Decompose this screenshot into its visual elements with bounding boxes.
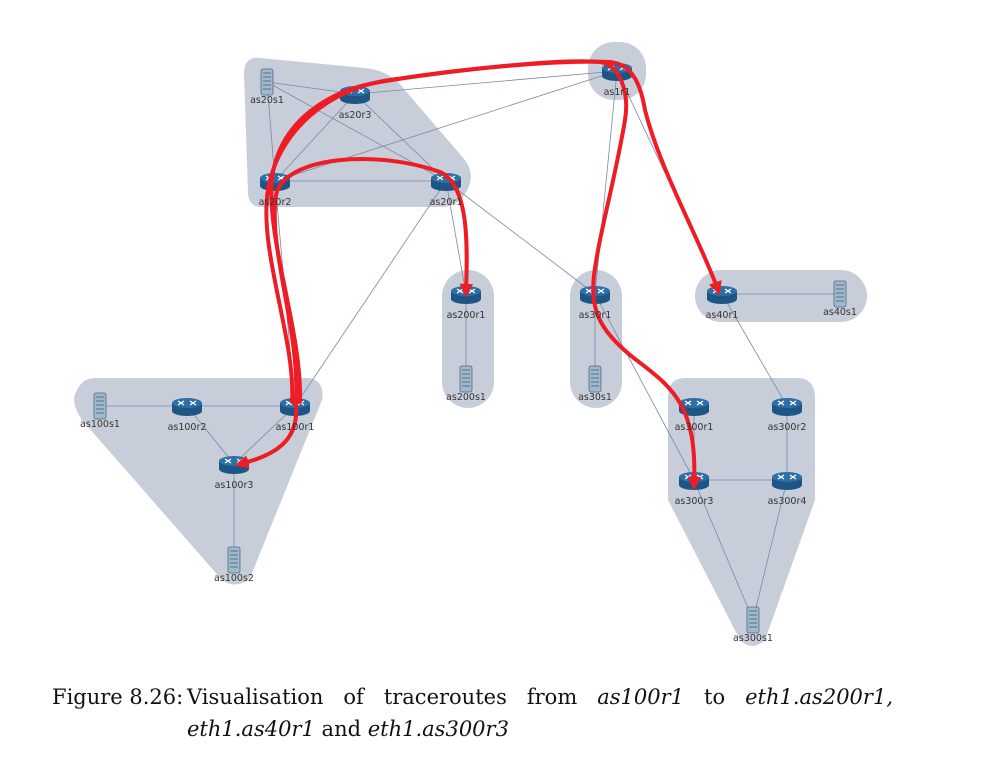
trace-origin-hook	[234, 400, 299, 469]
router-icon-top	[772, 472, 802, 482]
group-as300	[668, 378, 815, 646]
router-node-as300r2[interactable]	[772, 398, 802, 416]
node-label-as200r1: as200r1	[447, 310, 486, 321]
node-label-as100r2: as100r2	[168, 422, 207, 433]
router-icon-base	[451, 294, 481, 304]
node-label-as20r2: as20r2	[259, 197, 292, 208]
server-node-as20s1[interactable]	[260, 68, 274, 96]
link-as100r1-as100r3	[233, 405, 296, 465]
link-as20r3-as1r1	[354, 70, 618, 95]
link-as20r3-as20r1	[354, 93, 447, 182]
router-arrows-icon	[436, 175, 456, 181]
router-icon-base	[340, 94, 370, 104]
node-label-as100s2: as100s2	[214, 573, 254, 584]
server-node-as40s1[interactable]	[833, 280, 847, 308]
router-icon-top	[172, 398, 202, 408]
caption-word: traceroutes	[383, 685, 507, 709]
network-diagram: as20s1 as20r3 as1r1 as20r2 as20r1 as200r1 as20…	[74, 42, 867, 646]
caption-target-1: eth1.as200r1,	[745, 685, 893, 709]
group-as30	[570, 270, 622, 408]
node-label-as40s1: as40s1	[823, 307, 857, 318]
node-label-as20s1: as20s1	[250, 95, 284, 106]
router-arrows-icon	[777, 474, 797, 480]
link-as20r1-as30r1	[445, 180, 596, 295]
node-label-as30r1: as30r1	[579, 310, 612, 321]
caption-word: of	[343, 685, 364, 709]
link-as20r1-as200r1	[445, 180, 467, 295]
router-arrows-icon	[585, 288, 605, 294]
caption-word: and	[321, 717, 362, 741]
server-icon	[93, 392, 107, 420]
node-label-as300r1: as300r1	[675, 422, 714, 433]
link-as40r1-as300r2	[721, 293, 788, 407]
server-node-as300s1[interactable]	[746, 606, 760, 634]
server-icon	[833, 280, 847, 308]
router-icon-base	[772, 406, 802, 416]
caption-word: to	[704, 685, 726, 709]
caption-target-3: eth1.as300r3	[367, 717, 509, 741]
router-arrows-icon	[177, 400, 197, 406]
caption-from-node: as100r1	[597, 685, 685, 709]
caption-label: Figure 8.26:	[52, 685, 184, 709]
router-icon-base	[707, 294, 737, 304]
link-as100r2-as100r3	[186, 405, 235, 465]
caption-target-2: eth1.as40r1	[187, 717, 315, 741]
router-icon-base	[172, 406, 202, 416]
server-node-as200s1[interactable]	[459, 365, 473, 393]
trace-to-as300r3	[264, 59, 702, 491]
node-label-as40r1: as40r1	[706, 310, 739, 321]
node-label-as100s1: as100s1	[80, 419, 120, 430]
server-icon	[459, 365, 473, 393]
caption-word: from	[526, 685, 578, 709]
node-labels: as20s1 as20r3 as1r1 as20r2 as20r1 as200r1 as20…	[80, 87, 857, 644]
traceroutes	[234, 59, 722, 491]
link-as20r3-as20r2	[274, 93, 356, 182]
router-icon-top	[772, 398, 802, 408]
node-label-as20r1: as20r1	[430, 197, 463, 208]
server-node-as100s2[interactable]	[227, 546, 241, 574]
node-label-as300r2: as300r2	[768, 422, 807, 433]
group-as100	[74, 378, 323, 585]
node-label-as300r3: as300r3	[675, 496, 714, 507]
router-node-as300r4[interactable]	[772, 472, 802, 490]
node-label-as1r1: as1r1	[604, 87, 631, 98]
link-as20r1-as100r1	[294, 180, 447, 407]
node-label-as30s1: as30s1	[578, 392, 612, 403]
group-as200	[442, 270, 494, 408]
router-node-as40r1[interactable]	[707, 286, 737, 304]
router-icon-top	[679, 398, 709, 408]
router-arrows-icon	[777, 400, 797, 406]
node-label-as300s1: as300s1	[733, 633, 773, 644]
link-as300r4-as300s1	[752, 479, 788, 621]
node-label-as200s1: as200s1	[446, 392, 486, 403]
server-node-as30s1[interactable]	[588, 365, 602, 393]
group-as40	[695, 270, 867, 322]
as-groups	[74, 42, 867, 646]
router-node-as100r2[interactable]	[172, 398, 202, 416]
server-node-as100s1[interactable]	[93, 392, 107, 420]
figure-caption: Figure 8.26: Visualisation of traceroute…	[52, 681, 952, 745]
router-icon-top	[707, 286, 737, 296]
server-icon	[227, 546, 241, 574]
node-label-as100r1: as100r1	[276, 422, 315, 433]
server-icon	[746, 606, 760, 634]
router-node-as100r3[interactable]	[219, 456, 249, 474]
server-icon	[588, 365, 602, 393]
node-label-as300r4: as300r4	[768, 496, 807, 507]
caption-word: Visualisation	[187, 685, 324, 709]
node-label-as100r3: as100r3	[215, 480, 254, 491]
link-as300r3-as300s1	[693, 479, 754, 621]
server-icon	[260, 68, 274, 96]
link-as30r1-as300r3	[594, 293, 695, 481]
node-label-as20r3: as20r3	[339, 110, 372, 121]
router-arrows-icon	[684, 400, 704, 406]
router-icon-base	[772, 480, 802, 490]
